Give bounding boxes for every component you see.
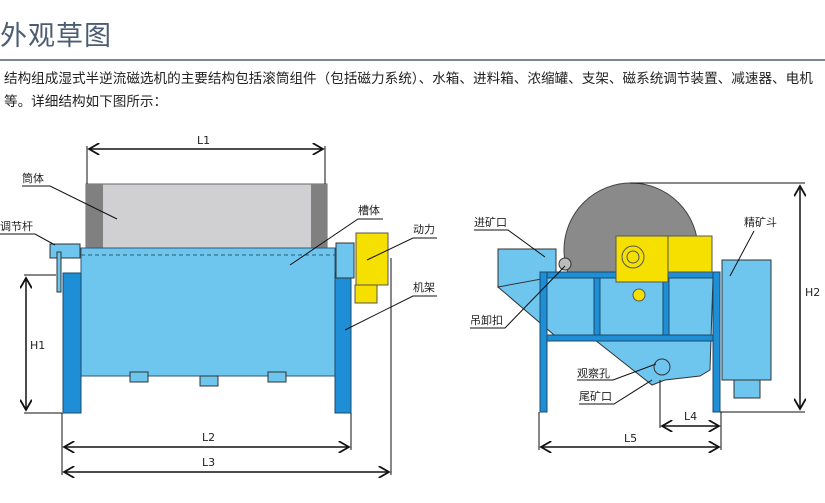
foot [199,375,219,387]
drum-end-right [311,184,327,248]
label-tank: 槽体 [358,203,380,217]
gear-reducer [615,235,669,283]
frame-mid-beam [545,334,715,342]
tank [80,247,336,377]
motor-foot [632,288,646,302]
dim-l3-label: L3 [202,456,215,469]
label-hoist-ring: 吊卸扣 [470,313,503,327]
label-concentrate-hopper: 精矿斗 [744,216,777,229]
dim-h2-label: H2 [805,286,820,299]
dim-l4-label: L4 [684,410,697,423]
motor-front [355,232,389,286]
gear-shaft-icon [621,245,645,269]
title-divider [0,59,825,61]
hoist-ring [558,257,572,271]
frame-post [593,277,601,336]
foot [267,371,287,383]
frame-leg-left [62,272,82,414]
label-adjust-rod: 调节杆 [0,219,33,233]
side-view: H2 L4 L5 进矿口 精矿斗 吊卸扣 观察孔 尾矿口 [470,182,820,450]
page-title: 外观草图 [0,21,112,52]
drum-body [85,183,328,249]
label-inspection-hole: 观察孔 [577,366,610,380]
frame-leg-right [334,272,352,414]
adjust-rod-assembly [49,243,81,259]
front-view: L1 H1 L2 L3 筒体 调节杆 槽体 动力 机架 [0,134,437,475]
hopper-outlet [733,379,761,399]
label-drum: 筒体 [22,171,44,185]
foot [129,371,149,383]
label-frame: 机架 [413,280,435,294]
motor-base [354,284,378,304]
label-tailings-outlet: 尾矿口 [579,390,612,403]
inspection-hole [653,358,671,376]
frame-leg-right [712,271,721,413]
dim-l5-label: L5 [624,432,637,445]
dim-h1-label: H1 [30,339,45,352]
frame-leg-left [539,271,548,413]
drum-end-left [86,184,103,248]
adjust-rod [56,251,62,293]
concentrate-hopper [721,259,772,381]
drive-coupling [335,242,355,279]
label-power: 动力 [413,223,435,236]
dim-l2-label: L2 [202,431,215,444]
motor-side [667,235,713,273]
dim-l1-label: L1 [197,134,210,147]
label-feed-inlet: 进矿口 [474,216,507,229]
frame-post [662,277,670,336]
description-text: 结构组成湿式半逆流磁选机的主要结构包括滚筒组件（包括磁力系统）、水箱、进料箱、浓… [4,71,813,110]
